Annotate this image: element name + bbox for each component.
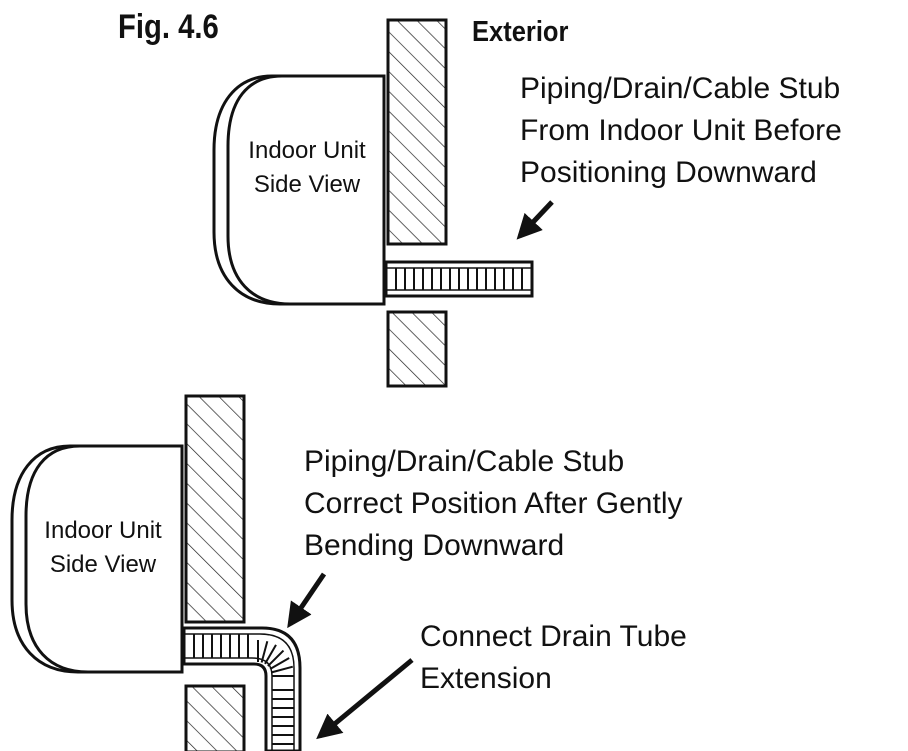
indoor-unit-body-bottom xyxy=(24,444,184,674)
exterior-label: Exterior xyxy=(472,16,569,48)
bent-stub-rib xyxy=(264,644,277,665)
top-unit-label-line1: Indoor Unit xyxy=(248,137,366,164)
bottom-view-diagram xyxy=(10,394,414,751)
wall-lower-section xyxy=(386,310,448,388)
position-callout-line: Piping/Drain/Cable Stub xyxy=(304,445,625,478)
wall-upper-section xyxy=(386,18,448,246)
position-callout-arrow xyxy=(287,572,327,629)
bent-stub-rib xyxy=(267,649,285,667)
position-callout-line: Correct Position After Gently xyxy=(304,487,683,520)
indoor-unit-body xyxy=(226,74,386,306)
top-callout-line: From Indoor Unit Before xyxy=(520,114,842,147)
bent-stub-rib xyxy=(269,657,290,670)
indoor-unit-shadow xyxy=(212,74,384,306)
top-callout-arrow xyxy=(516,200,554,240)
top-callout-line: Piping/Drain/Cable Stub xyxy=(520,72,841,105)
bottom-position-callout: Piping/Drain/Cable Stub Correct Position… xyxy=(304,441,683,567)
bottom-unit-label-line1: Indoor Unit xyxy=(44,517,162,544)
top-stub-callout: Piping/Drain/Cable Stub From Indoor Unit… xyxy=(520,68,842,194)
bottom-unit-label-line2: Side View xyxy=(49,551,157,578)
top-unit-label: Indoor Unit Side View xyxy=(238,134,376,202)
top-view-diagram xyxy=(212,18,554,388)
figure-title: Fig. 4.6 xyxy=(118,8,219,46)
wall-lower-section-bottom xyxy=(184,684,246,751)
top-callout-line: Positioning Downward xyxy=(520,156,817,189)
drain-extension-callout: Connect Drain Tube Extension xyxy=(420,616,687,700)
bottom-unit-label: Indoor Unit Side View xyxy=(34,514,172,582)
indoor-unit-shadow-bottom xyxy=(10,444,182,674)
bent-stub-rib xyxy=(260,640,269,663)
top-unit-label-line2: Side View xyxy=(253,171,361,198)
position-callout-line: Bending Downward xyxy=(304,529,565,562)
piping-stub-bent xyxy=(182,626,302,751)
piping-stub-straight xyxy=(384,260,534,298)
drain-callout-line: Connect Drain Tube xyxy=(420,620,687,653)
wall-upper-section-bottom xyxy=(184,394,246,624)
drain-callout-arrow xyxy=(316,658,414,740)
bent-stub-rib xyxy=(271,665,294,674)
drain-callout-line: Extension xyxy=(420,662,552,695)
